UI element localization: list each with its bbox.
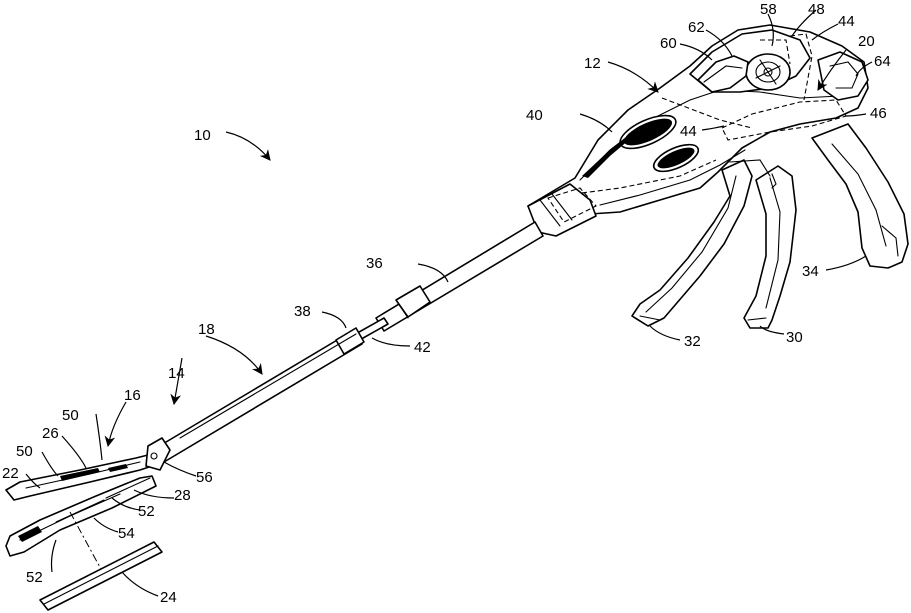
callout-46: 46 xyxy=(870,105,887,122)
callout-44-lower: 44 xyxy=(680,123,697,140)
callout-56: 56 xyxy=(196,469,213,486)
outer-tube-rear xyxy=(376,222,543,331)
outer-tube-front xyxy=(156,330,362,462)
callout-40: 40 xyxy=(526,107,543,124)
callout-48: 48 xyxy=(808,1,825,18)
callout-32: 32 xyxy=(684,333,701,350)
callout-50-lower: 50 xyxy=(16,443,33,460)
callout-36: 36 xyxy=(366,255,383,272)
callout-24: 24 xyxy=(160,589,177,606)
callout-34: 34 xyxy=(802,263,819,280)
callout-10: 10 xyxy=(194,127,211,144)
stationary-grip xyxy=(812,124,908,268)
staple-strip xyxy=(40,542,162,610)
callout-44-upper: 44 xyxy=(838,13,855,30)
callout-52-lower: 52 xyxy=(26,569,43,586)
callout-26: 26 xyxy=(42,425,59,442)
callout-18: 18 xyxy=(198,321,215,338)
trigger-30 xyxy=(744,166,796,328)
callout-22: 22 xyxy=(2,465,19,482)
callout-20: 20 xyxy=(858,33,875,50)
callout-50-upper: 50 xyxy=(62,407,79,424)
callout-38: 38 xyxy=(294,303,311,320)
elongated-shaft xyxy=(156,222,543,462)
callout-58: 58 xyxy=(760,1,777,18)
callout-28: 28 xyxy=(174,487,191,504)
callout-64: 64 xyxy=(874,53,891,70)
callout-62: 62 xyxy=(688,19,705,36)
callout-16: 16 xyxy=(124,387,141,404)
callout-42: 42 xyxy=(414,339,431,356)
callout-54: 54 xyxy=(118,525,135,542)
callout-60: 60 xyxy=(660,35,677,52)
callout-14: 14 xyxy=(168,365,185,382)
callout-52-upper: 52 xyxy=(138,503,155,520)
callout-12: 12 xyxy=(584,55,601,72)
callout-30: 30 xyxy=(786,329,803,346)
